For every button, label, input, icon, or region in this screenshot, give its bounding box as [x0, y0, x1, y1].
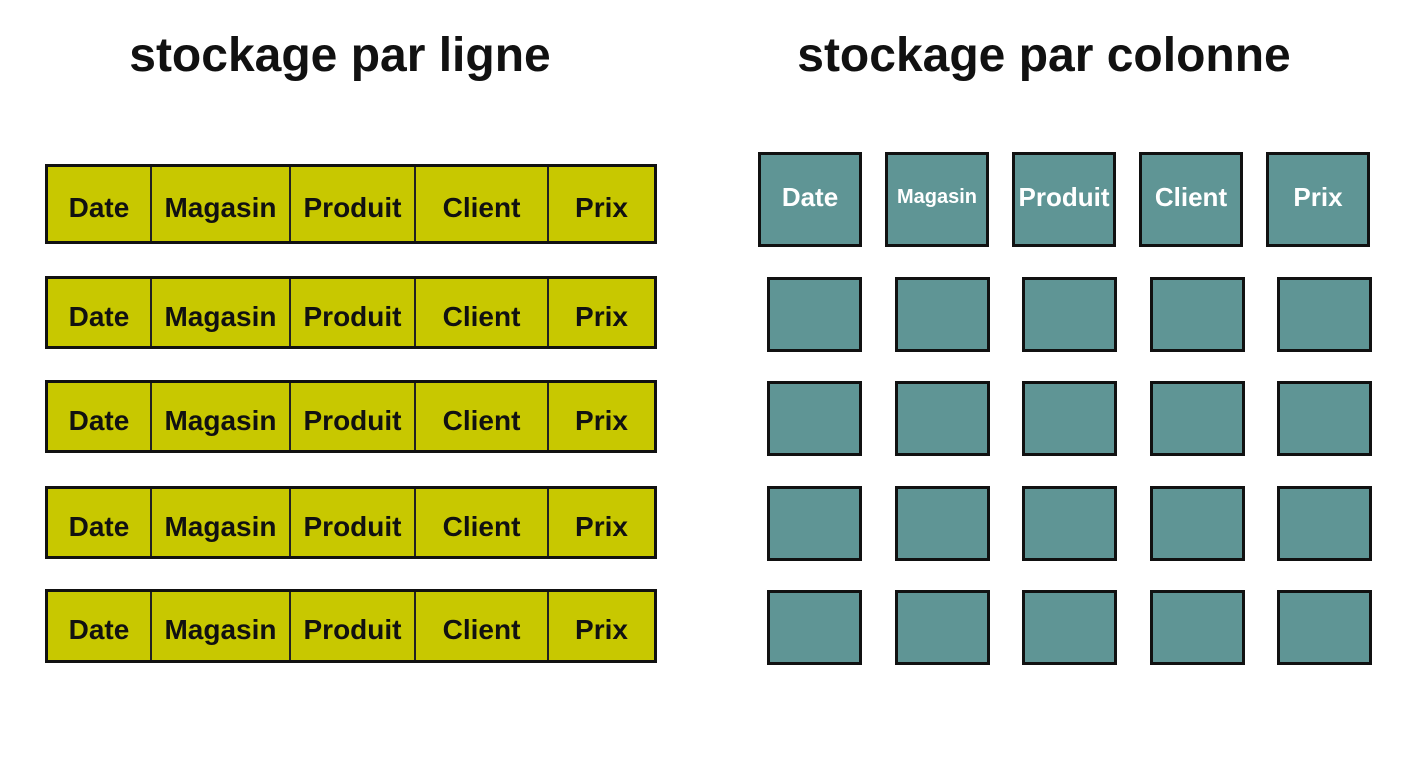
column-value-cell — [1150, 381, 1245, 456]
row-cell-magasin: Magasin — [152, 489, 291, 556]
column-value-cell — [1277, 277, 1372, 352]
column-header-produit: Produit — [1012, 152, 1116, 247]
column-value-cell — [1022, 590, 1117, 665]
row-cell-magasin: Magasin — [152, 279, 291, 346]
column-value-cell — [1022, 277, 1117, 352]
row-cell-prix: Prix — [575, 510, 628, 542]
column-header-date: Date — [758, 152, 862, 247]
column-header-client: Client — [1139, 152, 1243, 247]
column-header-magasin: Magasin — [885, 152, 989, 247]
row-cell-prix: Prix — [575, 404, 628, 436]
column-value-cell — [1277, 486, 1372, 561]
row-cell-date: Date — [48, 167, 152, 241]
column-value-cell — [1150, 590, 1245, 665]
column-value-cell — [1022, 381, 1117, 456]
row-cell-produit: Produit — [291, 167, 416, 241]
row-cell-client: Client — [416, 383, 549, 450]
row-cell-prix: Prix — [575, 614, 628, 645]
row-storage-title: stockage par ligne — [129, 29, 551, 82]
column-value-cell — [767, 590, 862, 665]
row-cell-magasin: Magasin — [152, 592, 291, 660]
column-value-cell — [1150, 277, 1245, 352]
row-cell-produit: Produit — [291, 489, 416, 556]
column-value-cell — [1277, 381, 1372, 456]
row-cell-prix: Prix — [575, 300, 628, 332]
row-cell-client: Client — [416, 279, 549, 346]
row-cell-date: Date — [48, 489, 152, 556]
column-value-cell — [895, 590, 990, 665]
column-value-cell — [895, 277, 990, 352]
column-value-cell — [895, 381, 990, 456]
column-value-cell — [767, 381, 862, 456]
column-storage-title: stockage par colonne — [797, 29, 1291, 82]
row-cell-produit: Produit — [291, 383, 416, 450]
column-value-cell — [895, 486, 990, 561]
row-cell-produit: Produit — [291, 592, 416, 660]
column-value-cell — [1277, 590, 1372, 665]
row-cell-date: Date — [48, 383, 152, 450]
row-cell-date: Date — [48, 279, 152, 346]
row-cell-client: Client — [416, 489, 549, 556]
row-cell-magasin: Magasin — [152, 383, 291, 450]
row-cell-prix: Prix — [575, 192, 628, 223]
column-header-prix: Prix — [1266, 152, 1370, 247]
column-value-cell — [1150, 486, 1245, 561]
row-cell-client: Client — [416, 167, 549, 241]
row-cell-magasin: Magasin — [152, 167, 291, 241]
row-cell-date: Date — [48, 592, 152, 660]
row-cell-client: Client — [416, 592, 549, 660]
column-value-cell — [1022, 486, 1117, 561]
column-value-cell — [767, 486, 862, 561]
column-value-cell — [767, 277, 862, 352]
row-cell-produit: Produit — [291, 279, 416, 346]
